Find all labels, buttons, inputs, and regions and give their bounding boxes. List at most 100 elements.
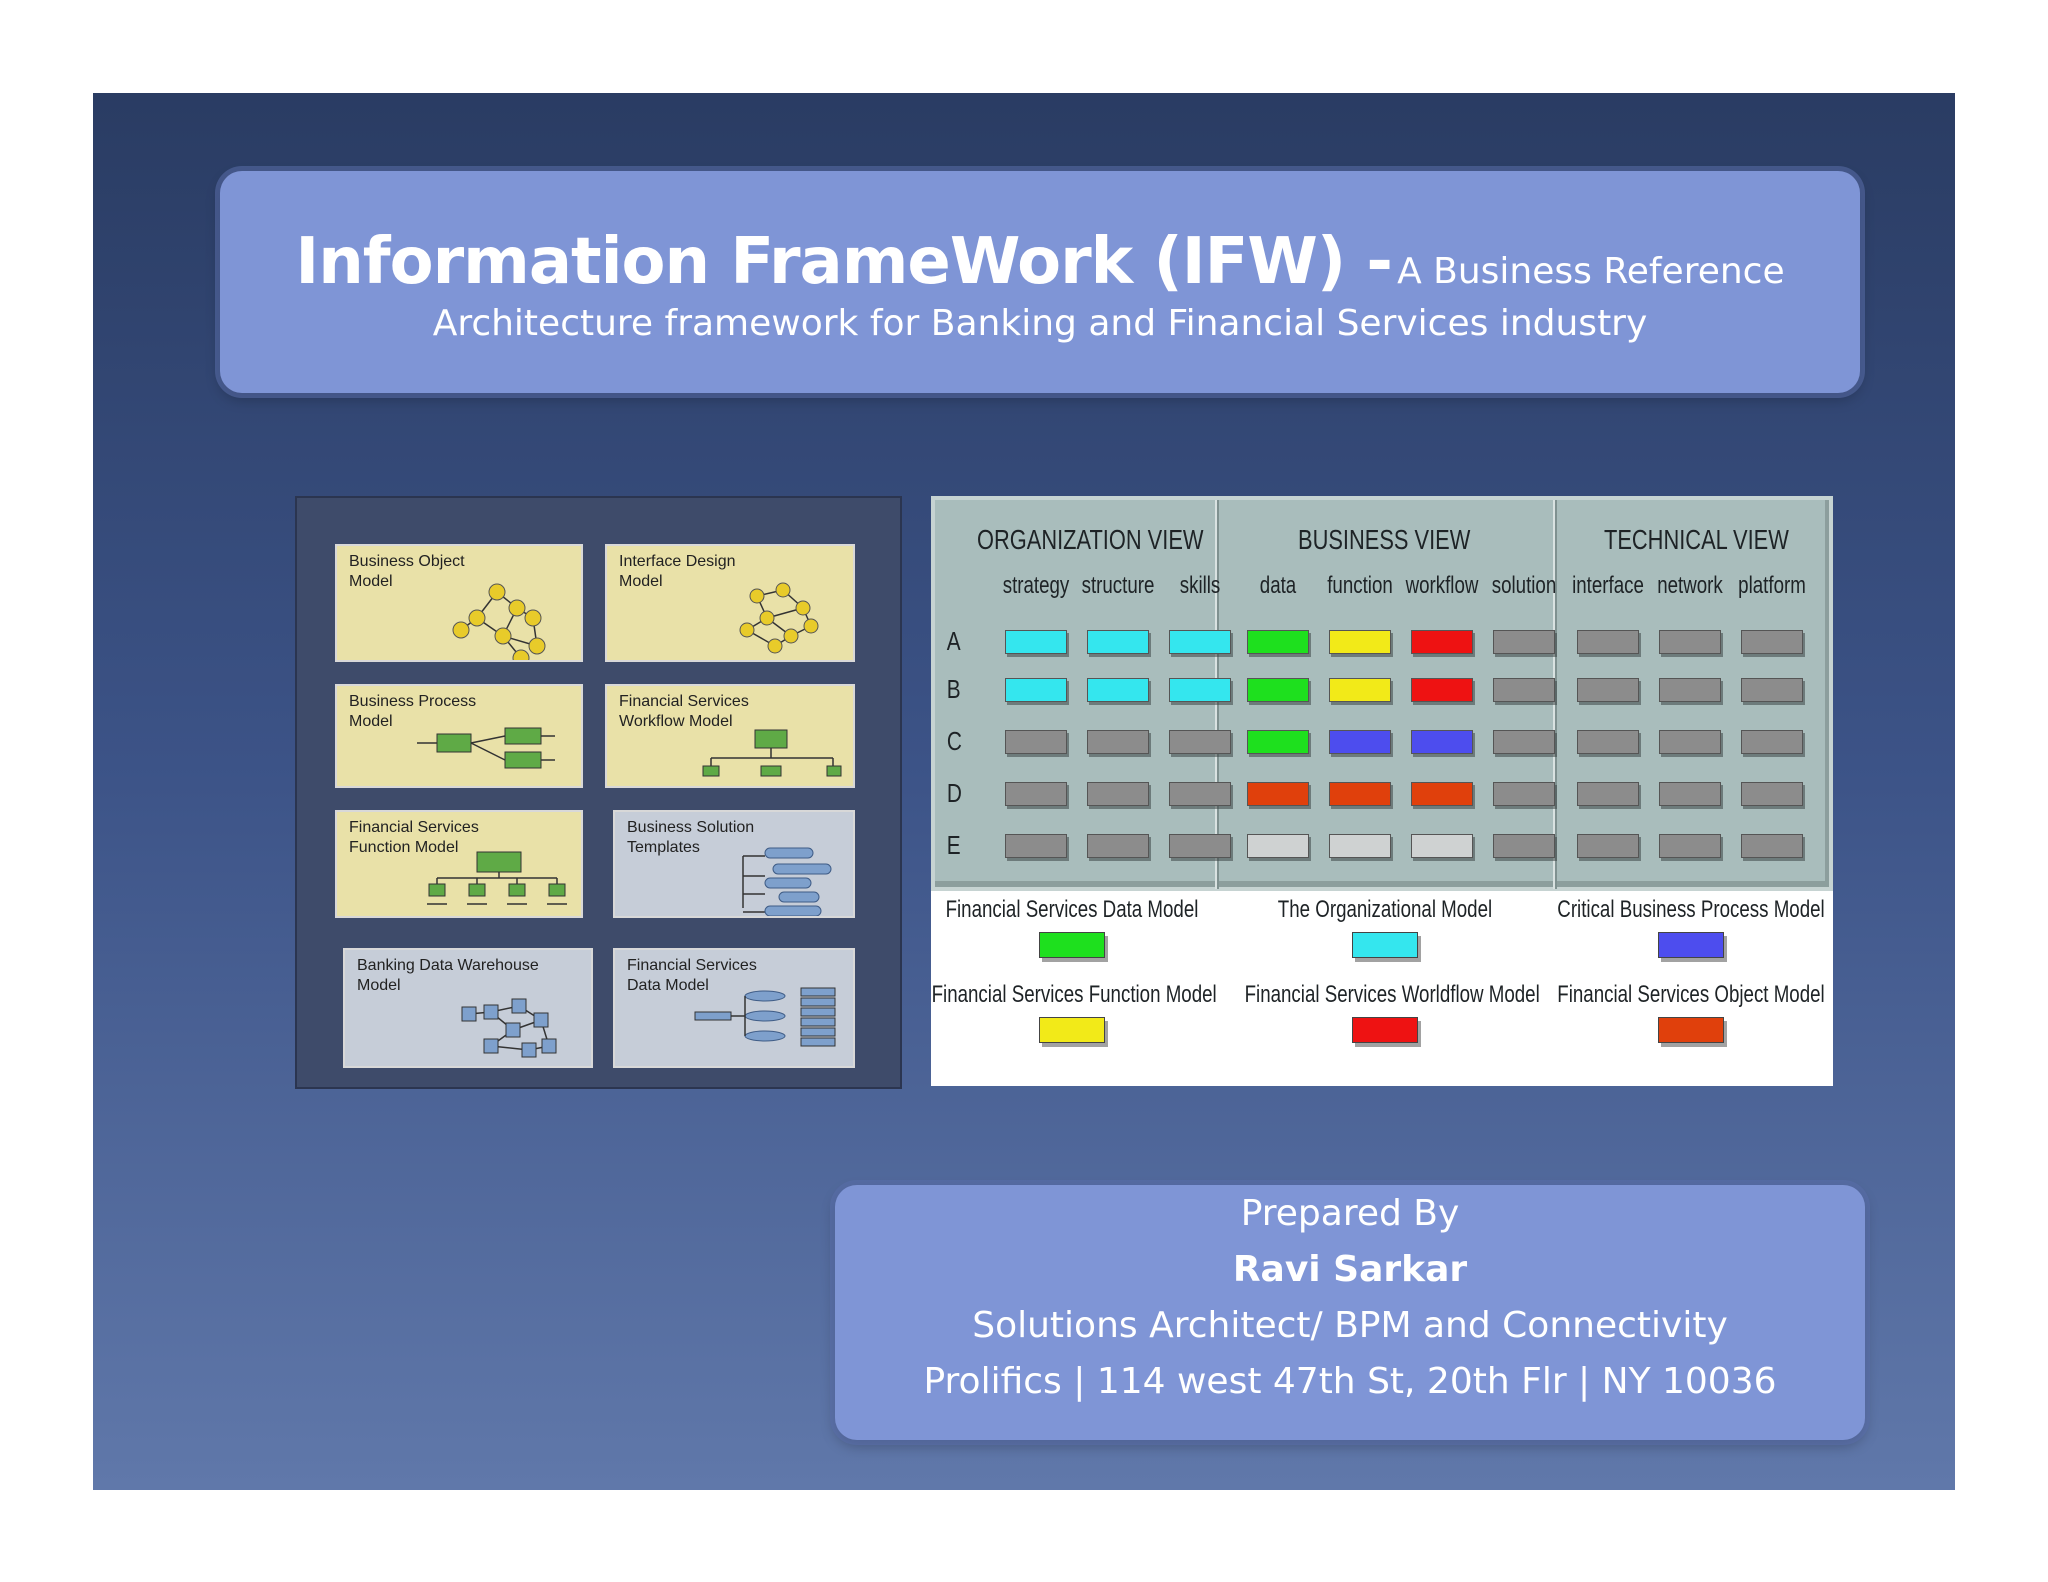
- title-subtitle: Architecture framework for Banking and F…: [432, 303, 1648, 344]
- column-label: interface: [1572, 572, 1644, 599]
- view-title: TECHNICAL VIEW: [1603, 524, 1789, 555]
- column-label: workflow: [1405, 572, 1479, 599]
- model-card: Business Solution Templates: [613, 810, 855, 918]
- matrix-cell: [1247, 782, 1309, 806]
- author-address: Prolifics | 114 west 47th St, 20th Flr |…: [923, 1361, 1777, 1402]
- legend-swatch: [1352, 1017, 1418, 1043]
- author-name: Ravi Sarkar: [1232, 1249, 1468, 1290]
- column-label: strategy: [1002, 572, 1070, 599]
- matrix-cell: [1087, 782, 1149, 806]
- model-card: Interface Design Model: [605, 544, 855, 662]
- matrix-cell: [1411, 678, 1473, 702]
- prepared-by-panel: Prepared By Ravi Sarkar Solutions Archit…: [835, 1185, 1865, 1440]
- matrix-cell: [1087, 630, 1149, 654]
- matrix-cell: [1411, 730, 1473, 754]
- matrix-cell: [1329, 678, 1391, 702]
- prepared-by-heading: Prepared By: [1240, 1193, 1460, 1234]
- matrix-cell: [1247, 678, 1309, 702]
- matrix-cell: [1247, 834, 1309, 858]
- title-main: Information FrameWork (IFW) -: [295, 225, 1393, 299]
- model-card: Banking Data Warehouse Model: [343, 948, 593, 1068]
- legend-swatch: [1658, 1017, 1724, 1043]
- model-card: Financial Services Function Model: [335, 810, 583, 918]
- matrix-cell: [1493, 678, 1555, 702]
- legend-label: Financial Services Function Model: [931, 981, 1217, 1008]
- matrix-cell: [1659, 834, 1721, 858]
- legend-label: Critical Business Process Model: [1557, 896, 1825, 923]
- matrix-cell: [1659, 782, 1721, 806]
- model-card-label: Business Solution Templates: [627, 819, 755, 856]
- model-card-label: Interface Design Model: [619, 553, 736, 590]
- matrix-cell: [1329, 630, 1391, 654]
- matrix-cell: [1087, 678, 1149, 702]
- model-card: Business Process Model: [335, 684, 583, 788]
- matrix-cell: [1493, 834, 1555, 858]
- row-label: E: [946, 830, 961, 860]
- matrix-cell: [1247, 630, 1309, 654]
- legend-label: Financial Services Worldflow Model: [1244, 981, 1540, 1008]
- model-card-label: Business Process Model: [349, 693, 477, 730]
- process-flow-icon: [417, 727, 555, 769]
- hierarchy-icon: [427, 851, 567, 905]
- view-separator: [1553, 500, 1557, 889]
- matrix-cell: [1005, 630, 1067, 654]
- legend-swatch: [1039, 932, 1105, 958]
- matrix-cell: [1741, 630, 1803, 654]
- warehouse-network-icon: [461, 998, 557, 1058]
- model-card: Financial Services Workflow Model: [605, 684, 855, 788]
- legend-swatch: [1039, 1017, 1105, 1043]
- row-label: C: [946, 726, 962, 756]
- column-label: platform: [1738, 572, 1806, 599]
- row-label: A: [946, 626, 961, 656]
- workflow-icon: [702, 729, 842, 777]
- matrix-cell: [1411, 630, 1473, 654]
- row-label: D: [946, 778, 962, 808]
- legend-label: Financial Services Object Model: [1557, 981, 1825, 1008]
- title-panel: Information FrameWork (IFW) - A Business…: [220, 171, 1860, 393]
- matrix-cell: [1169, 782, 1231, 806]
- model-card-label: Business Object Model: [349, 553, 465, 590]
- matrix-cell: [1577, 678, 1639, 702]
- matrix-cell: [1577, 834, 1639, 858]
- matrix-cell: [1741, 834, 1803, 858]
- view-title: BUSINESS VIEW: [1297, 524, 1471, 555]
- matrix-cell: [1741, 678, 1803, 702]
- matrix-cell: [1493, 782, 1555, 806]
- matrix-cell: [1169, 678, 1231, 702]
- matrix-cell: [1577, 730, 1639, 754]
- slide-background: Information FrameWork (IFW) - A Business…: [93, 93, 1955, 1490]
- matrix-cell: [1169, 630, 1231, 654]
- matrix-cell: [1741, 782, 1803, 806]
- template-tree-icon: [742, 847, 832, 916]
- column-label: solution: [1491, 572, 1557, 599]
- column-label: network: [1657, 572, 1723, 599]
- matrix-cell: [1169, 730, 1231, 754]
- view-matrix: ORGANIZATION VIEW strategy structure skills…: [931, 496, 1833, 891]
- matrix-cell: [1493, 630, 1555, 654]
- legend-label: The Organizational Model: [1277, 896, 1493, 923]
- matrix-cell: [1659, 630, 1721, 654]
- matrix-cell: [1005, 834, 1067, 858]
- matrix-cell: [1577, 782, 1639, 806]
- column-label: skills: [1179, 572, 1221, 599]
- column-label: structure: [1081, 572, 1155, 599]
- matrix-cell: [1087, 730, 1149, 754]
- author-role: Solutions Architect/ BPM and Connectivit…: [972, 1305, 1728, 1346]
- matrix-cell: [1329, 782, 1391, 806]
- model-card: Business Object Model: [335, 544, 583, 662]
- matrix-cell: [1411, 834, 1473, 858]
- matrix-cell: [1741, 730, 1803, 754]
- matrix-cell: [1087, 834, 1149, 858]
- matrix-cell: [1005, 730, 1067, 754]
- model-card-label: Financial Services Workflow Model: [619, 693, 749, 730]
- title-tail: A Business Reference: [1397, 251, 1785, 292]
- object-network-icon: [452, 583, 546, 660]
- ifw-models-figure: Business Object Model Interface Design Mo…: [295, 496, 902, 1089]
- matrix-cell: [1169, 834, 1231, 858]
- matrix-cell: [1493, 730, 1555, 754]
- matrix-cell: [1659, 678, 1721, 702]
- legend-swatch: [1352, 932, 1418, 958]
- view-title: ORGANIZATION VIEW: [976, 524, 1204, 555]
- matrix-cell: [1005, 678, 1067, 702]
- column-label: function: [1327, 572, 1393, 599]
